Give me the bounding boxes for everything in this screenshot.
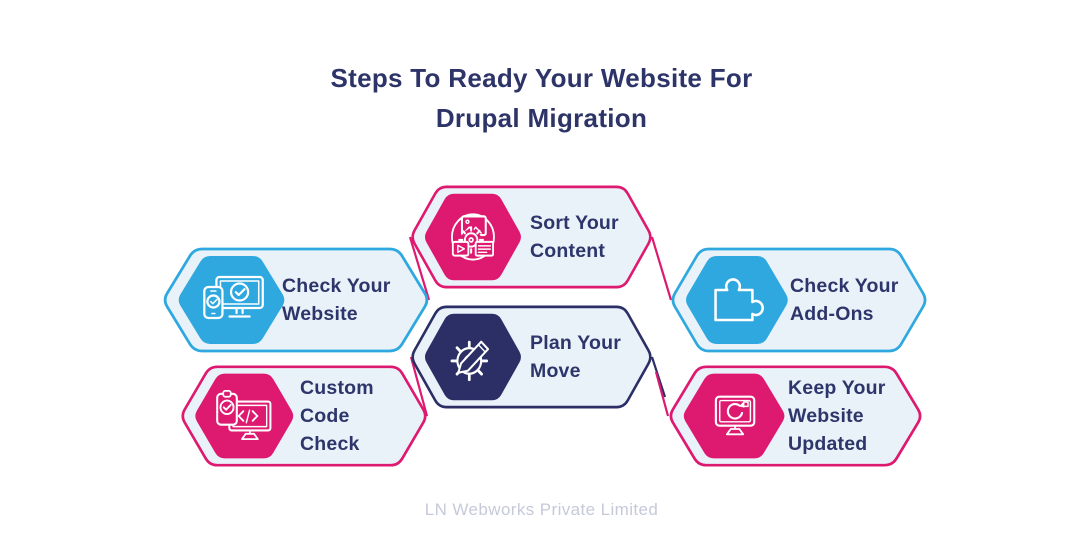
step-label: Sort Your Content [530, 212, 619, 262]
gear-pencil-icon [450, 340, 490, 382]
hexagon-shape [669, 365, 922, 467]
page-title-line1: Steps To Ready Your Website For [330, 63, 753, 93]
content-sort-icon [450, 213, 495, 261]
hexagon-shape [671, 247, 927, 353]
hexagon-shape [411, 305, 652, 409]
connector-line [409, 356, 429, 417]
hexagon-shape [181, 365, 427, 467]
company-credit: LN Webworks Private Limited [424, 500, 659, 519]
step-label: Keep Your Website Updated [788, 377, 886, 455]
connector-line [654, 371, 670, 417]
page-title-line2: Drupal Migration [435, 103, 648, 133]
step-label: Check Your Add-Ons [790, 275, 899, 325]
step-check-your-add-ons: Check Your Add-Ons [668, 244, 930, 356]
step-label: Plan Your Move [530, 332, 622, 382]
code-check-icon [216, 390, 272, 441]
step-sort-your-content: Sort Your Content [408, 182, 655, 292]
step-plan-your-move: Plan Your Move [408, 302, 655, 412]
website-refresh-icon [714, 395, 756, 436]
step-custom-code-check: Custom Code Check [178, 362, 430, 470]
step-keep-your-website-updated: Keep Your Website Updated [666, 362, 925, 470]
website-check-icon [203, 275, 264, 320]
connector-line [650, 236, 673, 301]
connector-line [408, 236, 431, 301]
page-title: Steps To Ready Your Website For Drupal M… [0, 58, 1083, 138]
step-label: Check Your Website [282, 275, 391, 325]
puzzle-icon [714, 278, 764, 322]
step-label: Custom Code Check [300, 377, 374, 455]
hexagon-shape [411, 185, 652, 289]
hexagon-shape [163, 247, 429, 353]
step-check-your-website: Check Your Website [160, 244, 432, 356]
